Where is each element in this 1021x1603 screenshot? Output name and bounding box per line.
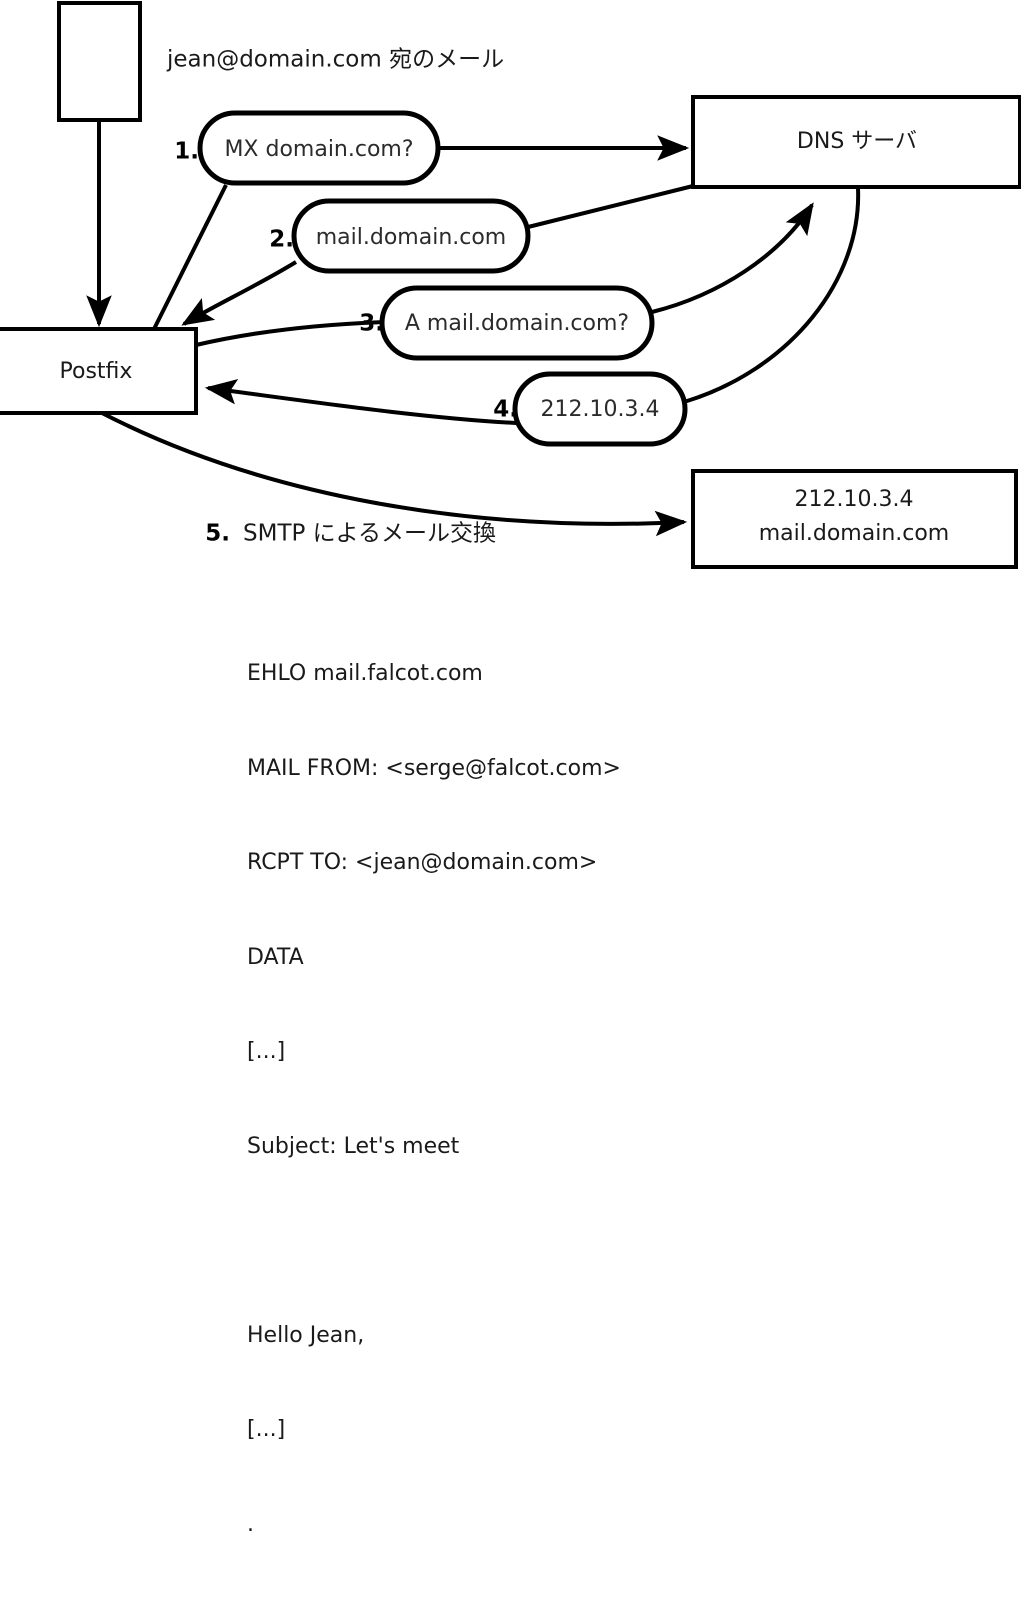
node-postfix-box xyxy=(0,327,198,415)
transcript-line: MAIL FROM: <serge@falcot.com> xyxy=(247,755,621,781)
node-mailserver-label-host: mail.domain.com xyxy=(759,521,950,546)
mail-routing-diagram: Postfix DNS サーバ 212.10.3.4 mail.domain.c… xyxy=(0,1,1021,1537)
transcript-line: RCPT TO: <jean@domain.com> xyxy=(247,850,598,875)
edge-dns-to-step2 xyxy=(515,184,694,232)
pill-step-1-label: MX domain.com? xyxy=(224,137,413,162)
edge-postfix-to-step1 xyxy=(151,184,228,332)
edge-postfix-to-step3 xyxy=(195,320,385,347)
node-mailserver-box xyxy=(691,469,1018,569)
transcript-line: . xyxy=(247,1511,254,1537)
pill-step-2-label: mail.domain.com xyxy=(316,225,507,250)
transcript-blank-line xyxy=(247,1225,847,1257)
step-5-label: SMTP によるメール交換 xyxy=(243,521,496,547)
edge-step3-to-dns xyxy=(651,202,814,314)
edge-postfix-to-mailserver xyxy=(99,410,688,537)
transcript-line: DATA xyxy=(247,944,304,970)
step-5-number: 5. xyxy=(205,521,230,547)
node-sender-box xyxy=(57,1,142,122)
pill-step-1 xyxy=(197,110,441,186)
pill-step-3 xyxy=(379,285,655,361)
smtp-transcript: EHLO mail.falcot.com MAIL FROM: <serge@f… xyxy=(247,595,847,1603)
edge-step2-to-postfix xyxy=(181,260,298,326)
node-mailserver-label-ip: 212.10.3.4 xyxy=(795,487,914,512)
transcript-line: Hello Jean, xyxy=(247,1322,365,1348)
node-dns-box xyxy=(691,95,1021,189)
pill-step-4 xyxy=(512,371,688,447)
transcript-line: EHLO mail.falcot.com xyxy=(247,661,483,686)
transcript-line: [...] xyxy=(247,1417,286,1442)
transcript-line: [...] xyxy=(247,1039,286,1064)
edge-step4-to-postfix xyxy=(204,379,517,425)
node-dns-label: DNS サーバ xyxy=(797,129,917,154)
diagram-title-caption: jean@domain.com 宛のメール xyxy=(166,47,504,73)
pill-step-3-label: A mail.domain.com? xyxy=(405,311,629,336)
edge-dns-to-step4 xyxy=(683,187,861,404)
diagram-canvas: Postfix DNS サーバ 212.10.3.4 mail.domain.c… xyxy=(0,1,1021,569)
step-2-number: 2. xyxy=(269,227,294,253)
step-1-number: 1. xyxy=(174,139,199,165)
pill-step-4-label: 212.10.3.4 xyxy=(541,397,660,422)
pill-step-2 xyxy=(291,198,531,274)
node-postfix-label: Postfix xyxy=(60,359,133,384)
transcript-line: Subject: Let's meet xyxy=(247,1133,460,1159)
